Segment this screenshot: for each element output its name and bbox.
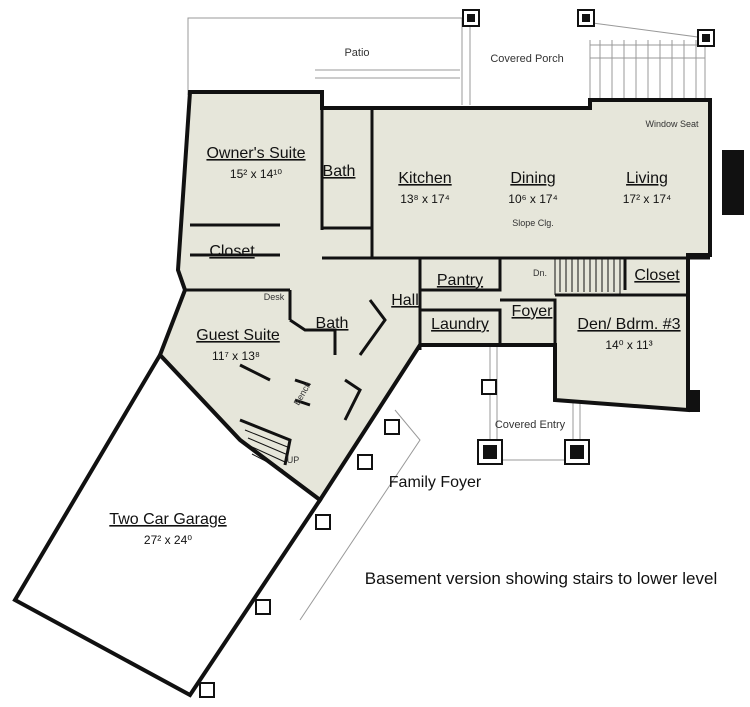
dim-garage: 27² x 24⁰ (144, 533, 192, 547)
label-family-foyer: Family Foyer (389, 474, 482, 491)
room-bath-1: Bath (323, 163, 356, 180)
dim-living: 17² x 17⁴ (623, 192, 672, 206)
stairs (244, 258, 621, 471)
dim-guest-suite: 11⁷ x 13⁸ (212, 349, 260, 363)
room-garage: Two Car Garage (109, 511, 226, 528)
label-covered-porch: Covered Porch (490, 53, 563, 65)
dim-dining: 10⁶ x 17⁴ (508, 192, 557, 206)
label-covered-entry: Covered Entry (495, 419, 566, 431)
interior-walls (185, 108, 710, 466)
room-closet-1: Closet (209, 243, 255, 260)
room-kitchen: Kitchen (398, 170, 451, 187)
room-pantry: Pantry (437, 272, 483, 289)
dim-den: 14⁰ x 11³ (605, 338, 652, 352)
room-bath-2: Bath (316, 315, 349, 332)
room-guest-suite: Guest Suite (196, 327, 280, 344)
room-living: Living (626, 170, 668, 187)
room-closet-2: Closet (634, 267, 680, 284)
label-up: UP (287, 455, 300, 465)
room-laundry: Laundry (431, 316, 489, 333)
label-patio: Patio (344, 47, 369, 59)
porch-posts (199, 9, 715, 698)
house-walls (12, 90, 744, 698)
room-owners-suite: Owner's Suite (206, 145, 305, 162)
caption: Basement version showing stairs to lower… (365, 569, 717, 588)
room-hall: Hall (391, 292, 419, 309)
label-desk: Desk (264, 292, 285, 302)
label-slope-clg: Slope Clg. (512, 218, 554, 228)
label-dn: Dn. (533, 268, 547, 278)
room-den: Den/ Bdrm. #3 (577, 316, 680, 333)
dim-owners-suite: 15² x 14¹⁰ (230, 167, 282, 181)
room-dining: Dining (510, 170, 555, 187)
room-foyer: Foyer (512, 303, 554, 320)
dim-kitchen: 13⁸ x 17⁴ (400, 192, 450, 206)
fireplace (722, 150, 744, 215)
room-labels: Owner's Suite 15² x 14¹⁰ Bath Kitchen 13… (109, 145, 680, 547)
label-window-seat: Window Seat (645, 119, 699, 129)
